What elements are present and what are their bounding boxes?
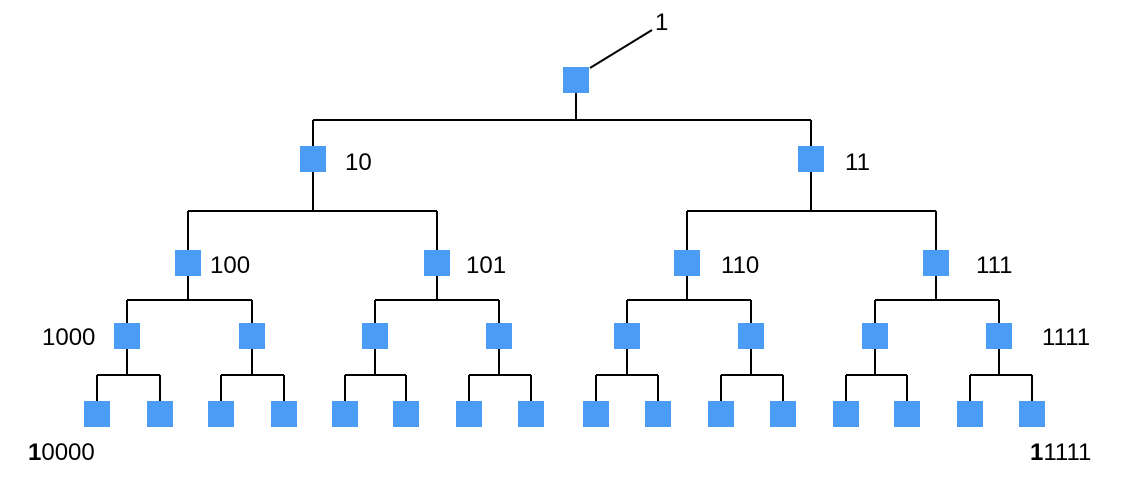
tree-node-level3-6 xyxy=(862,323,888,349)
tree-node-level4-11 xyxy=(770,401,796,427)
leaf-label-10000-prefix: 1 xyxy=(28,439,41,466)
root-label: 1 xyxy=(655,9,668,36)
node-label-11: 11 xyxy=(845,149,870,176)
tree-node-level4-9 xyxy=(645,401,671,427)
tree-nodes xyxy=(84,67,1045,427)
tree-node-level3-0 xyxy=(114,323,140,349)
leaf-label-11111-prefix: 1 xyxy=(1030,439,1043,466)
tree-node-level4-15 xyxy=(1019,401,1045,427)
node-label-1000: 1000 xyxy=(42,324,95,351)
tree-node-level4-8 xyxy=(583,401,609,427)
tree-node-level2-2 xyxy=(674,250,700,276)
leaf-label-11111-rest: 1111 xyxy=(1043,439,1091,466)
leaf-label-10000-rest: 0000 xyxy=(41,439,94,466)
tree-node-level3-3 xyxy=(486,323,512,349)
tree-node-level4-6 xyxy=(456,401,482,427)
tree-node-level3-5 xyxy=(738,323,764,349)
tree-node-level4-4 xyxy=(332,401,358,427)
leaf-label-10000: 10000 xyxy=(28,439,95,466)
tree-node-level3-2 xyxy=(362,323,388,349)
node-label-111: 111 xyxy=(976,252,1012,279)
tree-node-level4-7 xyxy=(518,401,544,427)
tree-node-level4-1 xyxy=(147,401,173,427)
node-label-1111: 1111 xyxy=(1042,324,1090,351)
node-label-110: 110 xyxy=(721,252,759,279)
tree-node-level2-0 xyxy=(175,250,201,276)
tree-node-level3-1 xyxy=(239,323,265,349)
tree-node-level4-0 xyxy=(84,401,110,427)
tree-node-level4-14 xyxy=(957,401,983,427)
tree-node-level3-7 xyxy=(986,323,1012,349)
tree-edges xyxy=(96,93,1033,401)
tree-node-level4-12 xyxy=(833,401,859,427)
node-label-10: 10 xyxy=(345,149,372,176)
node-label-101: 101 xyxy=(466,252,506,279)
tree-node-level4-3 xyxy=(271,401,297,427)
leaf-label-11111: 11111 xyxy=(1030,439,1091,466)
tree-node-level3-4 xyxy=(614,323,640,349)
tree-node-level1-0 xyxy=(300,146,326,172)
tree-node-level1-1 xyxy=(798,146,824,172)
tree-node-level4-10 xyxy=(708,401,734,427)
root-label-pointer xyxy=(589,29,653,69)
node-label-100: 100 xyxy=(210,252,250,279)
tree-node-level4-13 xyxy=(894,401,920,427)
tree-node-level4-2 xyxy=(208,401,234,427)
tree-node-level0-0 xyxy=(563,67,589,93)
tree-node-level4-5 xyxy=(393,401,419,427)
tree-node-level2-1 xyxy=(424,250,450,276)
tree-node-level2-3 xyxy=(923,250,949,276)
